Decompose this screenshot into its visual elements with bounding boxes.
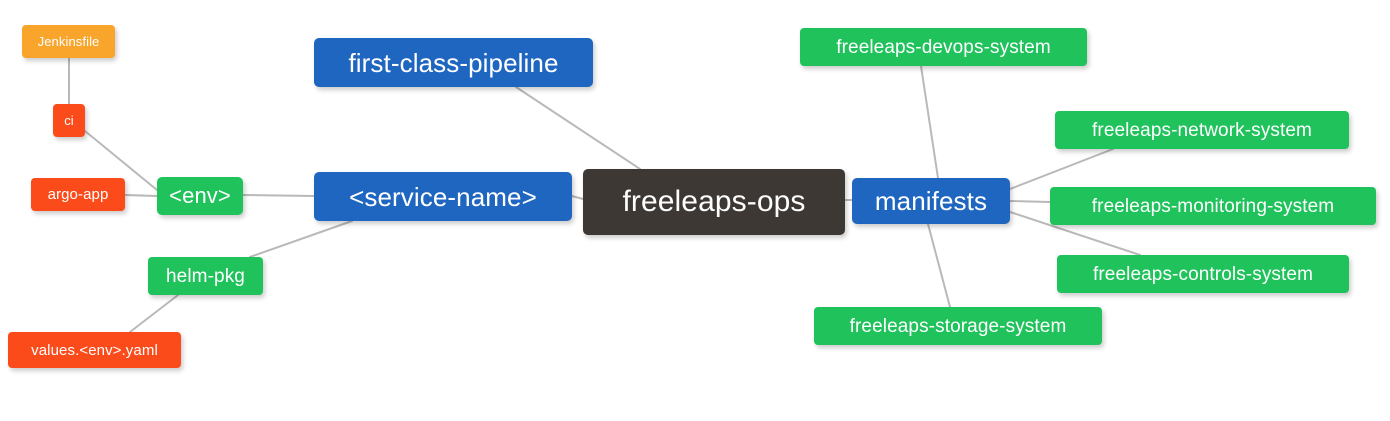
node-ci[interactable]: ci <box>53 104 85 137</box>
node-label-freeleaps-monitoring-system: freeleaps-monitoring-system <box>1091 195 1335 217</box>
node-manifests[interactable]: manifests <box>852 178 1010 224</box>
node-service-name[interactable]: <service-name> <box>314 172 572 221</box>
node-helm-pkg[interactable]: helm-pkg <box>148 257 263 295</box>
node-label-service-name: <service-name> <box>349 181 537 212</box>
node-label-freeleaps-storage-system: freeleaps-storage-system <box>849 315 1067 337</box>
node-first-class-pipeline[interactable]: first-class-pipeline <box>314 38 593 87</box>
edge-manifests-to-freeleaps-storage-system <box>927 223 951 308</box>
edge-manifests-to-freeleaps-network-system <box>1009 148 1114 190</box>
node-label-ci: ci <box>64 113 74 128</box>
node-label-values-yaml: values.<env>.yaml <box>31 341 158 359</box>
node-label-helm-pkg: helm-pkg <box>166 265 245 287</box>
edge-manifests-to-freeleaps-monitoring-system <box>1009 200 1051 203</box>
node-freeleaps-monitoring-system[interactable]: freeleaps-monitoring-system <box>1050 187 1376 225</box>
node-label-manifests: manifests <box>874 186 988 216</box>
edge-values.<env>.yaml-to-helm-pkg <box>129 294 179 333</box>
node-label-env: <env> <box>169 183 231 208</box>
edge-argo-app-to-env <box>124 194 158 197</box>
node-values-yaml[interactable]: values.<env>.yaml <box>8 332 181 368</box>
node-freeleaps-devops-system[interactable]: freeleaps-devops-system <box>800 28 1087 66</box>
node-label-first-class-pipeline: first-class-pipeline <box>348 47 559 78</box>
node-jenkinsfile[interactable]: Jenkinsfile <box>22 25 115 58</box>
edge-helm-pkg-to-service-name <box>249 220 353 258</box>
edge-first-class-pipeline-to-freeleaps-ops <box>515 86 641 170</box>
node-argo-app[interactable]: argo-app <box>31 178 125 211</box>
node-label-freeleaps-ops: freeleaps-ops <box>622 185 806 218</box>
node-label-argo-app: argo-app <box>47 186 109 203</box>
edge-env-to-service-name <box>242 194 315 197</box>
node-freeleaps-network-system[interactable]: freeleaps-network-system <box>1055 111 1349 149</box>
edge-manifests-to-freeleaps-devops-system <box>920 65 939 179</box>
node-env[interactable]: <env> <box>157 177 243 215</box>
node-label-jenkinsfile: Jenkinsfile <box>37 34 100 49</box>
node-freeleaps-storage-system[interactable]: freeleaps-storage-system <box>814 307 1102 345</box>
node-freeleaps-ops[interactable]: freeleaps-ops <box>583 169 845 235</box>
node-label-freeleaps-network-system: freeleaps-network-system <box>1092 119 1312 141</box>
edge-service-name-to-freeleaps-ops <box>571 195 584 200</box>
node-label-freeleaps-controls-system: freeleaps-controls-system <box>1092 263 1314 285</box>
node-label-freeleaps-devops-system: freeleaps-devops-system <box>836 36 1051 58</box>
node-freeleaps-controls-system[interactable]: freeleaps-controls-system <box>1057 255 1349 293</box>
